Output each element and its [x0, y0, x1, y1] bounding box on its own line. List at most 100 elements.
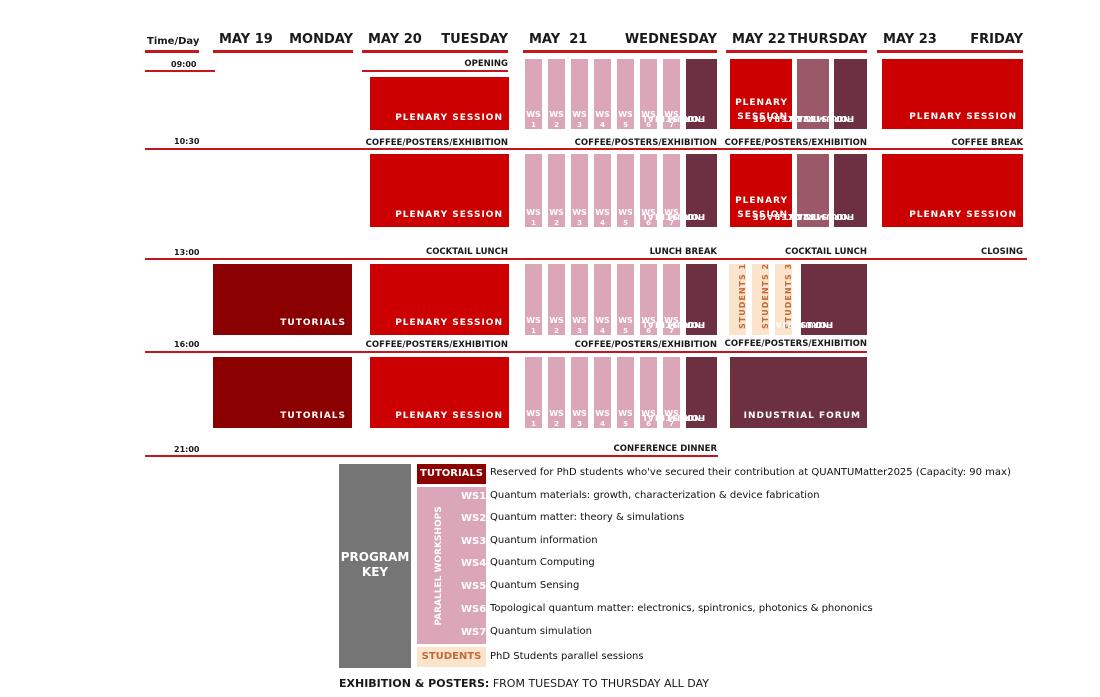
tutorials-block: TUTORIALS: [213, 357, 352, 428]
ws-number: 3: [577, 420, 582, 428]
ws-number: 1: [531, 327, 536, 335]
students-2-block: STUDENTS 2: [752, 263, 770, 335]
day-name: TUESDAY: [441, 32, 508, 47]
ws-prefix: WS: [664, 316, 679, 325]
cocktail-lunch-label: COCKTAIL LUNCH: [425, 247, 508, 257]
ws-number: 2: [554, 420, 559, 428]
ws-number: 4: [600, 420, 605, 428]
ws-number: 6: [646, 327, 651, 335]
conference-dinner-label: CONFERENCE DINNER: [613, 444, 717, 454]
ws-prefix: WS: [526, 409, 541, 418]
ws-number: 7: [669, 219, 674, 227]
time-label: 21:00: [174, 445, 200, 454]
time-label: 16:00: [174, 340, 200, 349]
students-1-block: STUDENTS 1: [729, 263, 747, 335]
time-label: 09:00: [171, 60, 197, 69]
workshop-ws4-block: WS 4: [594, 59, 611, 129]
ws-number: 7: [669, 420, 674, 428]
program-key-title: PROGRAM: [340, 550, 410, 564]
day-name: WEDNESDAY: [624, 32, 717, 47]
ws-number: 3: [577, 121, 582, 129]
workshop-ws6-block: WS 6: [640, 264, 657, 335]
ws-number: 1: [531, 121, 536, 129]
footer-bold: EXHIBITION & POSTERS:: [339, 677, 490, 690]
time-rule: [145, 70, 215, 72]
workshop-ws5-block: WS 5: [617, 264, 634, 335]
ws-prefix: WS: [641, 316, 656, 325]
cocktail-lunch-label: COCKTAIL LUNCH: [784, 247, 867, 257]
coffee-break-label: COFFEE BREAK: [951, 138, 1023, 148]
ws-number: 5: [623, 327, 628, 335]
industrial-forum-block: INDUSTRIAL FORUM: [730, 357, 867, 428]
ws-prefix: WS: [595, 409, 610, 418]
ws-number: 7: [669, 121, 674, 129]
day-name: MONDAY: [289, 32, 353, 47]
ws-prefix: WS: [595, 110, 610, 119]
ws-prefix: WS: [664, 409, 679, 418]
ws-prefix: WS: [618, 316, 633, 325]
plenary-session-block: PLENARY SESSION: [882, 59, 1023, 129]
key-ws1-desc: Quantum materials: growth, characterizat…: [490, 490, 820, 501]
ws-prefix: WS: [664, 110, 679, 119]
row-rule: [362, 70, 508, 72]
key-ws4-swatch: WS4: [461, 554, 486, 574]
plenary-text: PLENARY SESSION: [909, 112, 1017, 122]
ws-number: 6: [646, 121, 651, 129]
workshop-ws7-block: WS 7: [663, 154, 680, 227]
workshop-ws5-block: WS 5: [617, 357, 634, 428]
ws-number: 2: [554, 327, 559, 335]
key-students-desc: PhD Students parallel sessions: [490, 651, 644, 662]
ws-prefix: WS: [595, 316, 610, 325]
day-name: FRIDAY: [970, 32, 1023, 47]
time-day-underline: [145, 50, 199, 53]
key-ws5-swatch: WS5: [461, 577, 486, 597]
ws-prefix: WS: [572, 208, 587, 217]
workshop-ws7-block: WS 7: [663, 59, 680, 129]
day-date: MAY 21: [529, 32, 588, 47]
ws-number: 1: [531, 219, 536, 227]
tutorials-block: TUTORIALS: [213, 264, 352, 335]
ws-number: 4: [600, 327, 605, 335]
ws-prefix: WS: [572, 409, 587, 418]
day-header-thursday: MAY 22 THURSDAY: [726, 32, 867, 53]
coffee-label: COFFEE/POSTERS/EXHIBITION: [724, 339, 867, 349]
ws-number: 5: [623, 420, 628, 428]
ws-number: 4: [600, 121, 605, 129]
day-name: THURSDAY: [788, 32, 867, 47]
ws-prefix: WS: [618, 208, 633, 217]
ws-prefix: WS: [664, 208, 679, 217]
tutorials-text: TUTORIALS: [280, 411, 346, 421]
ws-prefix: WS: [526, 208, 541, 217]
plenary-text: PLENARY SESSION: [909, 210, 1017, 220]
time-rule: [145, 148, 1023, 150]
key-ws2-swatch: WS2: [461, 509, 486, 529]
program-key-subtitle: KEY: [361, 565, 389, 579]
coffee-label: COFFEE/POSTERS/EXHIBITION: [365, 340, 508, 350]
time-rule: [145, 258, 1027, 260]
plenary-session-block: PLENARY SESSION: [370, 154, 509, 227]
ws-prefix: WS: [618, 409, 633, 418]
time-label: 13:00: [174, 248, 200, 257]
ws-number: 6: [646, 420, 651, 428]
ws-number: 1: [531, 420, 536, 428]
plenary-session-block: PLENARY SESSION: [370, 357, 509, 428]
